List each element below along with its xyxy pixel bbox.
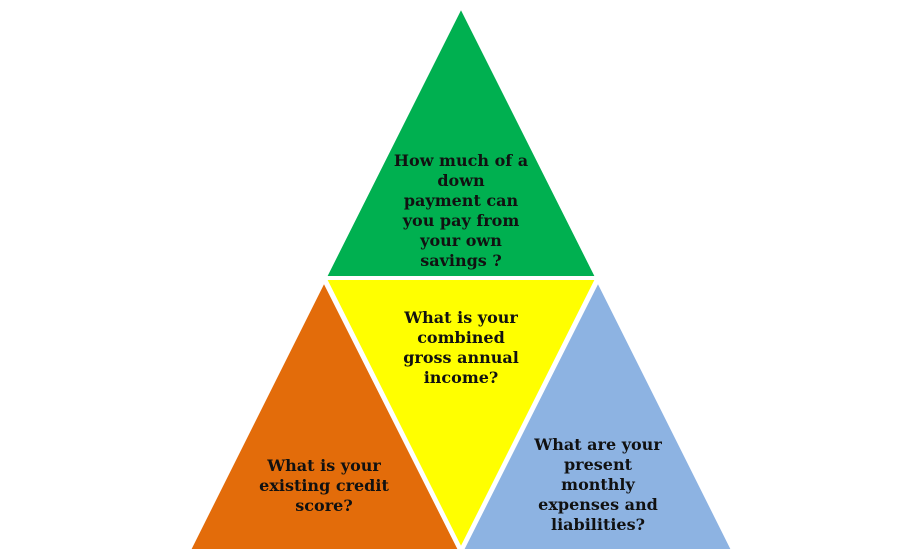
top-triangle bbox=[324, 5, 598, 278]
top-triangle-label: How much of a down payment can you pay f… bbox=[371, 151, 551, 271]
center-label-line: What is your bbox=[404, 308, 518, 327]
right-label-line: monthly bbox=[561, 475, 635, 494]
top-label-line: you pay from bbox=[402, 211, 520, 230]
center-label-line: gross annual bbox=[403, 348, 519, 367]
right-label-line: What are your bbox=[534, 435, 662, 454]
right-label-line: expenses and bbox=[538, 495, 658, 514]
right-label-line: present bbox=[563, 455, 632, 474]
top-label-line: savings ? bbox=[420, 251, 502, 270]
center-label-line: combined bbox=[417, 328, 505, 347]
center-triangle-label: What is your combined gross annual incom… bbox=[371, 308, 551, 388]
left-label-line: existing credit bbox=[259, 476, 389, 495]
center-label-line: income? bbox=[423, 368, 499, 387]
center-triangle bbox=[324, 278, 598, 551]
left-triangle-label: What is your existing credit score? bbox=[234, 456, 414, 516]
right-triangle-label: What are your present monthly expenses a… bbox=[508, 435, 688, 535]
top-label-line: down bbox=[437, 171, 485, 190]
top-label-line: How much of a bbox=[393, 151, 529, 170]
left-label-line: What is your bbox=[267, 456, 381, 475]
right-label-line: liabilities? bbox=[551, 515, 645, 534]
left-label-line: score? bbox=[295, 496, 353, 515]
left-triangle bbox=[188, 279, 461, 551]
top-label-line: your own bbox=[420, 231, 502, 250]
right-triangle bbox=[461, 279, 734, 551]
top-label-line: payment can bbox=[403, 191, 519, 210]
